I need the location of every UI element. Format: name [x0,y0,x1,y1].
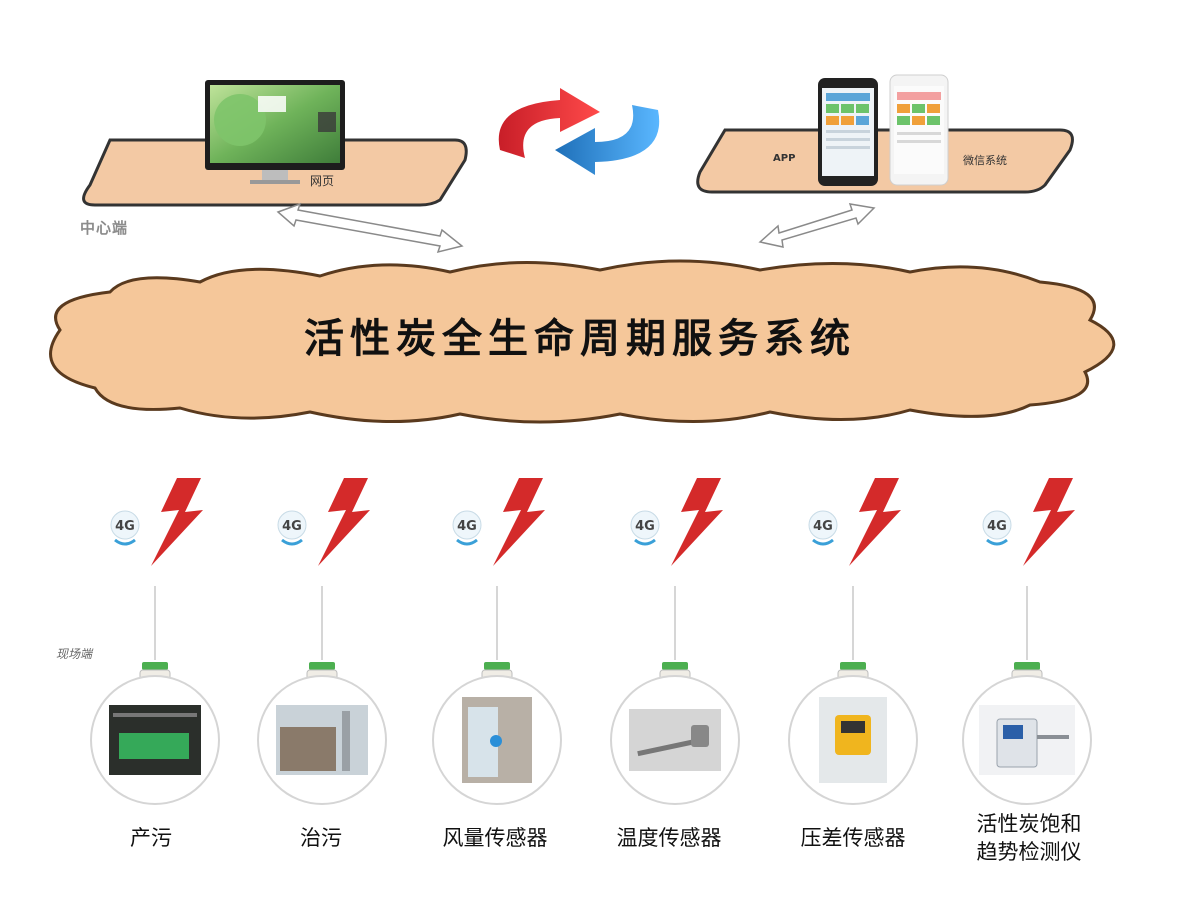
photo-building [280,727,336,771]
photo-screen [1003,725,1023,739]
sensor-module-top [309,662,335,670]
signal-4g-label: 4G [282,519,302,534]
signal-4g-label: 4G [987,519,1007,534]
sync-arrows-icon [498,88,660,175]
signal-4g-icon [110,510,140,540]
photo-green-glow [119,733,189,759]
system-title: 活性炭全生命周期服务系统 [304,316,856,362]
device-name: 治污 [300,826,342,850]
signal-4g-label: 4G [635,519,655,534]
signal-wave [456,538,478,546]
monitor-icon [205,80,345,184]
phone-app-icon [818,78,878,186]
signal-wave [812,538,834,546]
field-nodes: 4G 4G 4G 4G 4G 4G [90,478,1092,805]
app-label: APP [773,153,796,164]
photo-probe [1037,735,1069,739]
lightning-icon [671,478,723,566]
lightning-icon [151,478,203,566]
photo-display [841,721,865,733]
sensor-module-top [662,662,688,670]
signal-4g-label: 4G [457,519,477,534]
lightning-icon [849,478,901,566]
device-label-pollution-treatment: 治污 [246,824,396,852]
lightning-icon [318,478,370,566]
photo-chimney [342,711,350,771]
signal-4g-label: 4G [115,519,135,534]
sensor-module-top [1014,662,1040,670]
device-name: 风量传感器 [442,826,548,850]
device-label-temperature-sensor: 温度传感器 [594,824,744,852]
lightning-icon [1023,478,1075,566]
device-label-airflow-sensor: 风量传感器 [420,824,570,852]
wechat-label: 微信系统 [963,154,1007,167]
signal-4g-label: 4G [813,519,833,534]
photo-beam [113,713,197,717]
signal-4g-icon [277,510,307,540]
sensor-module-top [840,662,866,670]
signal-4g-icon [452,510,482,540]
device-name: 产污 [130,826,172,850]
mobile-link-arrow [758,203,876,248]
signal-4g-icon [982,510,1012,540]
mobile-platform [696,128,1074,194]
web-link-arrow [276,202,464,254]
device-name-line2: 趋势检测仪 [976,840,1082,864]
signal-4g-icon [630,510,660,540]
photo-probe-rod [637,738,697,757]
service-cloud [49,259,1116,424]
device-name-line1: 活性炭饱和 [976,812,1082,836]
phone-wechat-icon [889,74,949,186]
lightning-icon [493,478,545,566]
device-name: 温度传感器 [616,826,722,850]
photo-probe-head [691,725,709,747]
sensor-module-top [142,662,168,670]
web-label: 网页 [310,174,335,188]
signal-wave [986,538,1008,546]
sensor-module-top [484,662,510,670]
signal-wave [114,538,136,546]
field-side-label: 现场端 [56,647,93,661]
device-label-pressure-sensor: 压差传感器 [778,824,928,852]
device-label-pollution-source: 产污 [76,824,226,852]
signal-wave [281,538,303,546]
signal-wave [634,538,656,546]
signal-4g-icon [808,510,838,540]
photo-sensor-head [490,735,502,747]
center-side-label: 中心端 [80,219,129,237]
device-label-saturation-detector: 活性炭饱和 趋势检测仪 [954,810,1104,866]
device-name: 压差传感器 [800,826,906,850]
